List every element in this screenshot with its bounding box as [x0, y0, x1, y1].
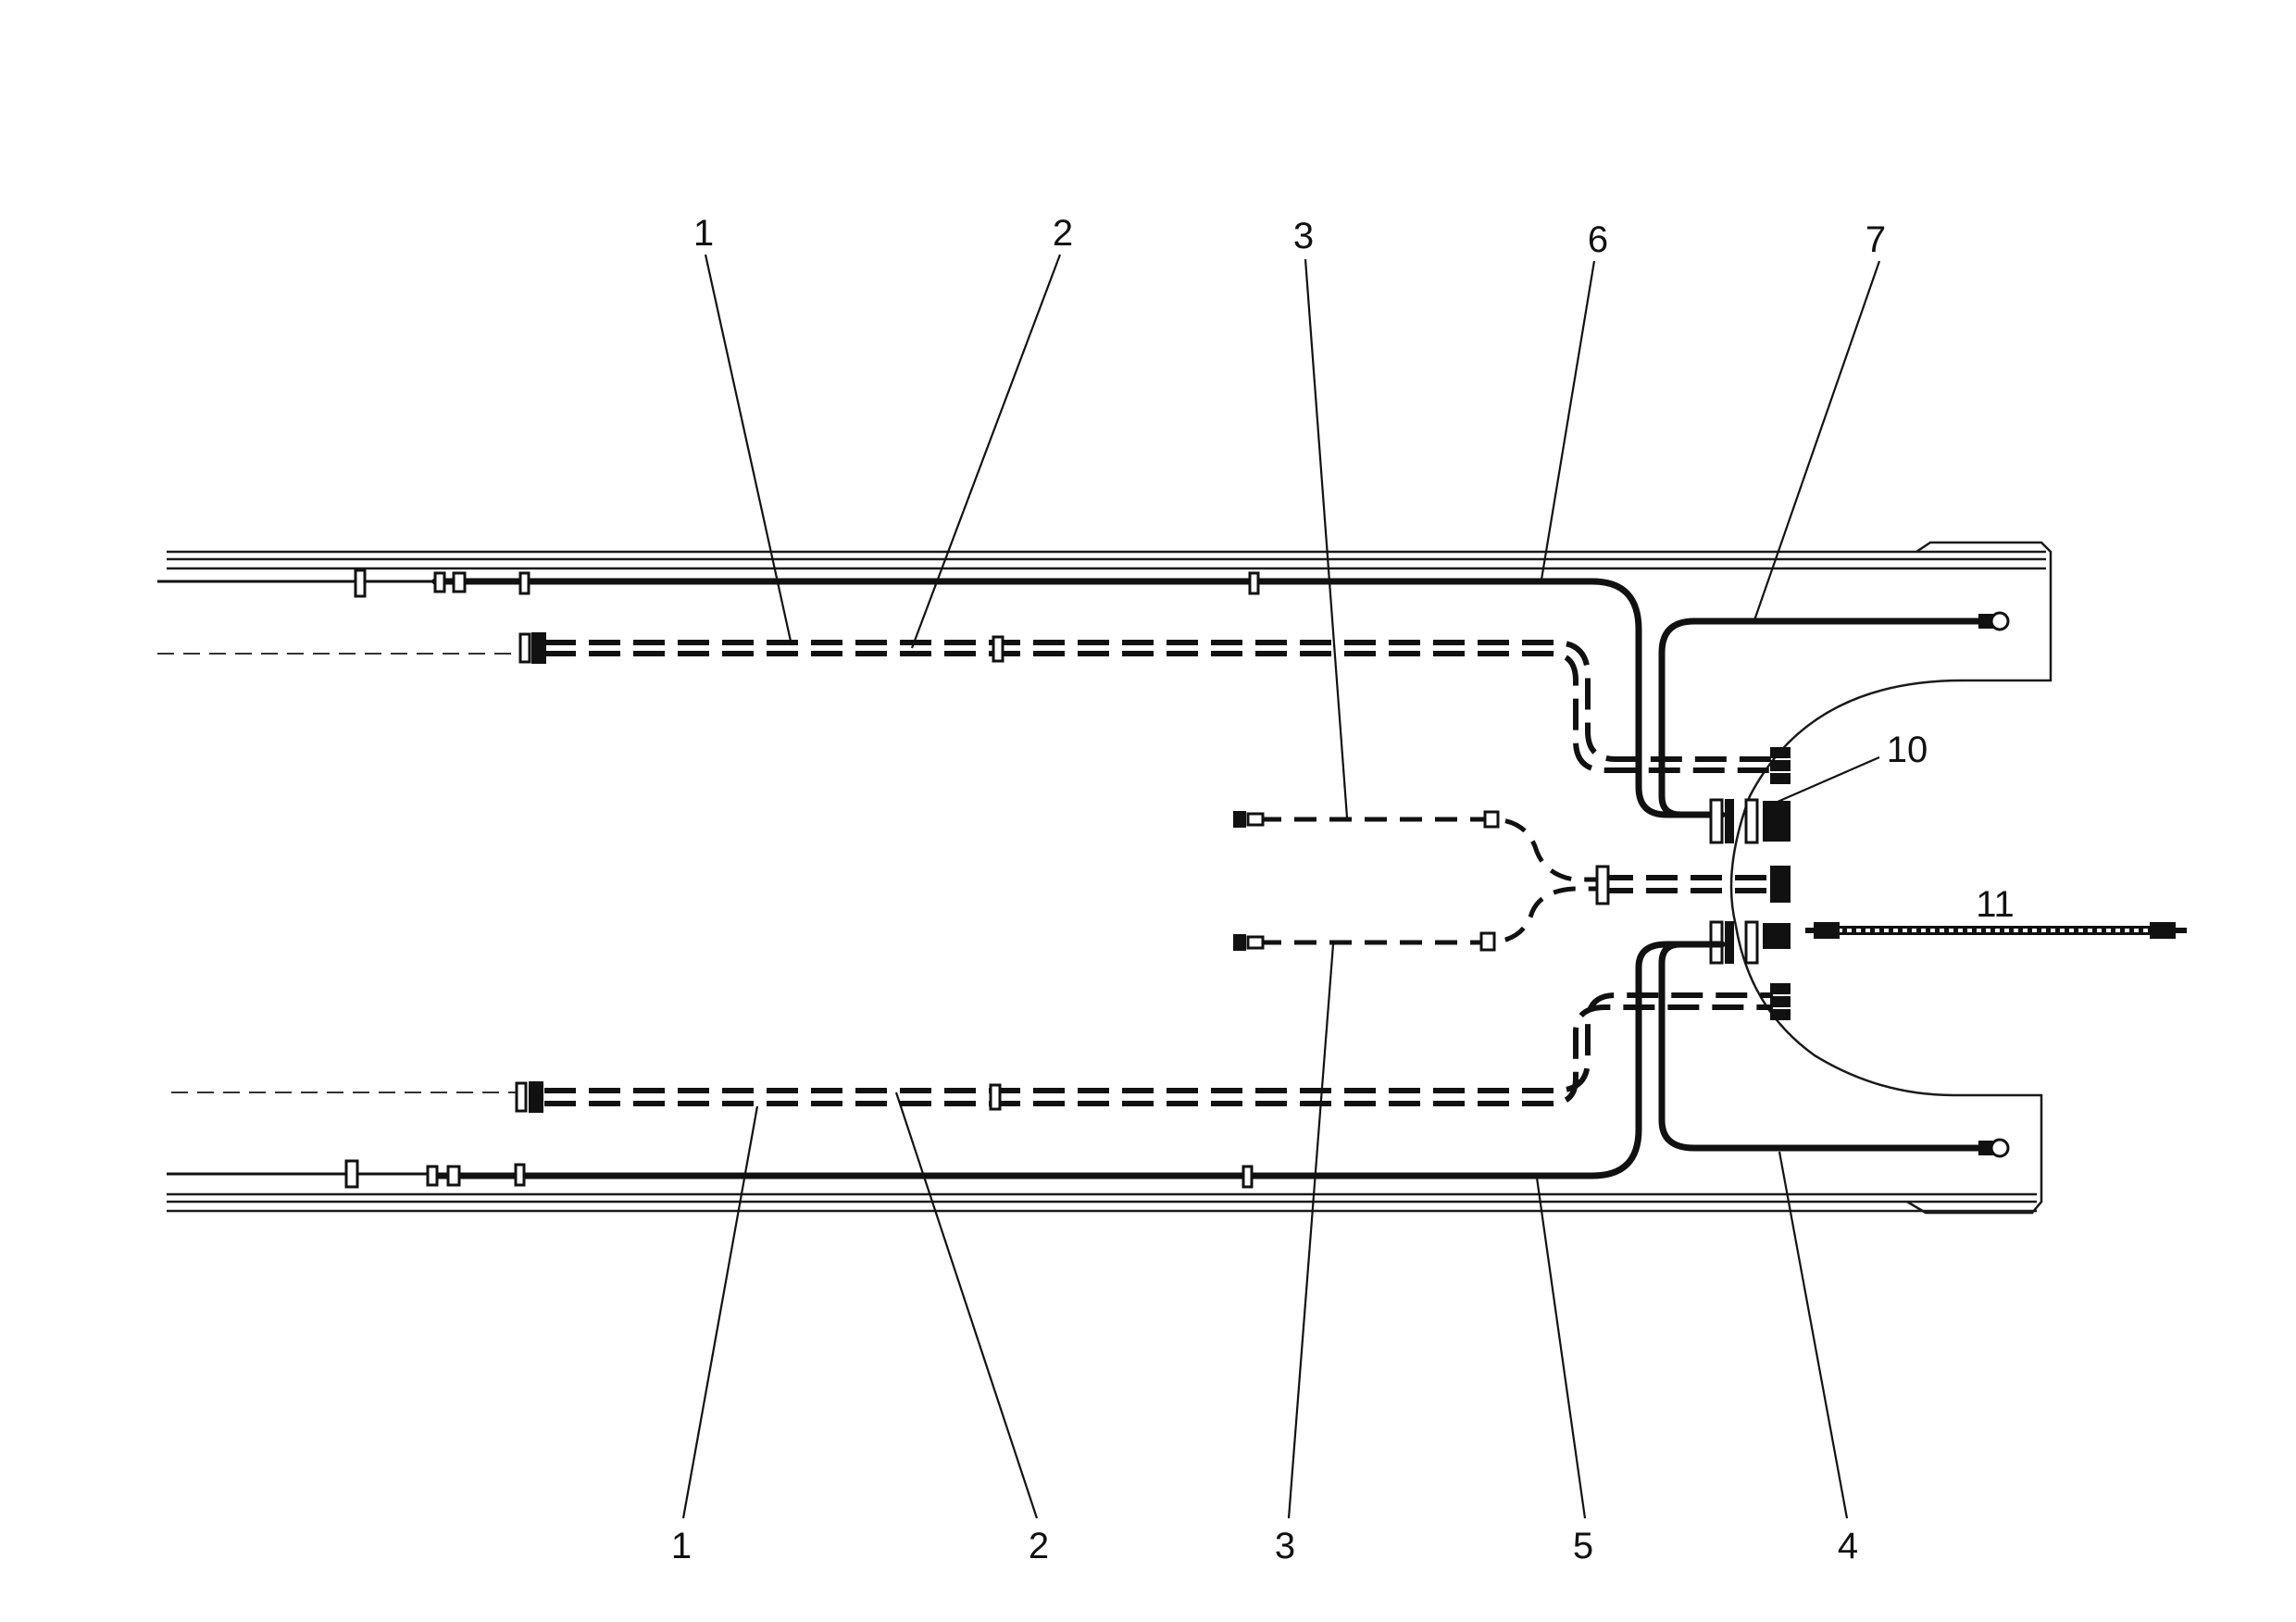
hose-5 [167, 941, 1726, 1189]
hose-3-end-fitting-icon [1770, 879, 1791, 892]
callout-bottom-4: 4 [1838, 1526, 1858, 1566]
hose-3-lower [1233, 886, 1602, 952]
callout-bottom-2: 2 [1029, 1526, 1049, 1566]
hose-3-end-fitting-icon [1770, 892, 1791, 903]
hose-1-2-connector-icon [518, 632, 531, 664]
hose-1-2-connector-icon [531, 632, 546, 664]
hose-3-upper [1233, 810, 1602, 882]
block-lower-flange-icon [1744, 920, 1759, 965]
callout-right-11: 11 [1976, 884, 2015, 925]
block-10-port-icon [1763, 816, 1791, 829]
block-10-port-icon [1763, 829, 1791, 842]
block-lower-port-icon [1763, 936, 1791, 949]
hose-6 [157, 568, 1726, 818]
leader-lines [681, 254, 1881, 1519]
block-10-port-icon [1763, 801, 1791, 816]
fitting-block-10 [1709, 798, 1791, 844]
hose-6-clamp-icon [1248, 571, 1260, 595]
callout-bottom-5: 5 [1573, 1526, 1593, 1566]
hose-6-fitting-icon [433, 571, 446, 593]
hose-3-end-fitting-icon [1770, 866, 1791, 879]
callout-labels: 1 2 3 6 7 10 11 1 2 3 5 4 [671, 213, 2015, 1566]
callout-top-3: 3 [1293, 216, 1314, 256]
hose-11 [1805, 922, 2187, 939]
hoses-1-2-lower [515, 983, 1791, 1113]
hose-5-fitting-icon [514, 1163, 526, 1187]
hose-3-fitting-icon [1483, 810, 1500, 829]
hose-1-2-end-fitting-icon [1770, 996, 1791, 1007]
hose-11-fitting-icon [2150, 922, 2176, 939]
hose-3-fitting-icon [1233, 811, 1246, 828]
hose-7 [1658, 611, 2010, 818]
hose-1-2-end-fitting-icon [1770, 1009, 1791, 1020]
callout-bottom-1: 1 [671, 1526, 692, 1566]
hose-5-clamp-icon [344, 1159, 359, 1189]
hose-3-fitting-icon [1479, 931, 1496, 952]
boom-frame [167, 541, 2053, 1215]
hoses-1-2-upper [518, 632, 1791, 784]
callout-bottom-3: 3 [1275, 1526, 1295, 1566]
hose-6-fitting-icon [518, 571, 530, 595]
hose-1-2-clamp-icon [989, 1083, 1002, 1111]
callout-top-1: 1 [693, 213, 714, 254]
block-lower-flange-icon [1725, 921, 1734, 964]
hose-3-fitting-icon [1246, 812, 1265, 827]
hose-1-2-end-fitting-icon [1770, 760, 1791, 771]
hose-3-fitting-icon [1246, 935, 1265, 950]
hose-3-fitting-icon [1233, 934, 1246, 951]
callout-top-7: 7 [1866, 219, 1886, 260]
hose-1-2-connector-icon [529, 1081, 543, 1113]
hose-5-clamp-icon [1242, 1165, 1254, 1189]
hose-5-fitting-icon [446, 1165, 461, 1187]
hose-1-2-clamp-icon [992, 635, 1004, 663]
hose-1-2-end-fitting-icon [1770, 983, 1791, 994]
callout-right-10: 10 [1887, 730, 1928, 770]
callout-top-2: 2 [1053, 213, 1073, 254]
ghost-extension-lines [157, 653, 518, 1093]
block-10-flange-icon [1744, 798, 1759, 844]
hose-3-manifold-icon [1595, 865, 1610, 905]
hose-3-merged [1595, 865, 1791, 905]
hose-6-fitting-icon [452, 571, 467, 593]
hose-4 [1658, 941, 2010, 1158]
hose-11-fitting-icon [1814, 922, 1840, 939]
hose-1-2-connector-icon [515, 1081, 528, 1113]
hose-4-end-eye-icon [1990, 1138, 2010, 1158]
hose-1-2-end-fitting-icon [1770, 773, 1791, 784]
hose-5-fitting-icon [426, 1165, 439, 1187]
hose-1-2-end-fitting-icon [1770, 747, 1791, 758]
block-10-flange-icon [1725, 799, 1734, 843]
hose-6-clamp-icon [354, 568, 367, 598]
block-lower-port-icon [1763, 923, 1791, 936]
callout-top-6: 6 [1588, 219, 1608, 260]
hose-7-end-eye-icon [1990, 611, 2010, 631]
block-10-flange-icon [1709, 798, 1724, 844]
